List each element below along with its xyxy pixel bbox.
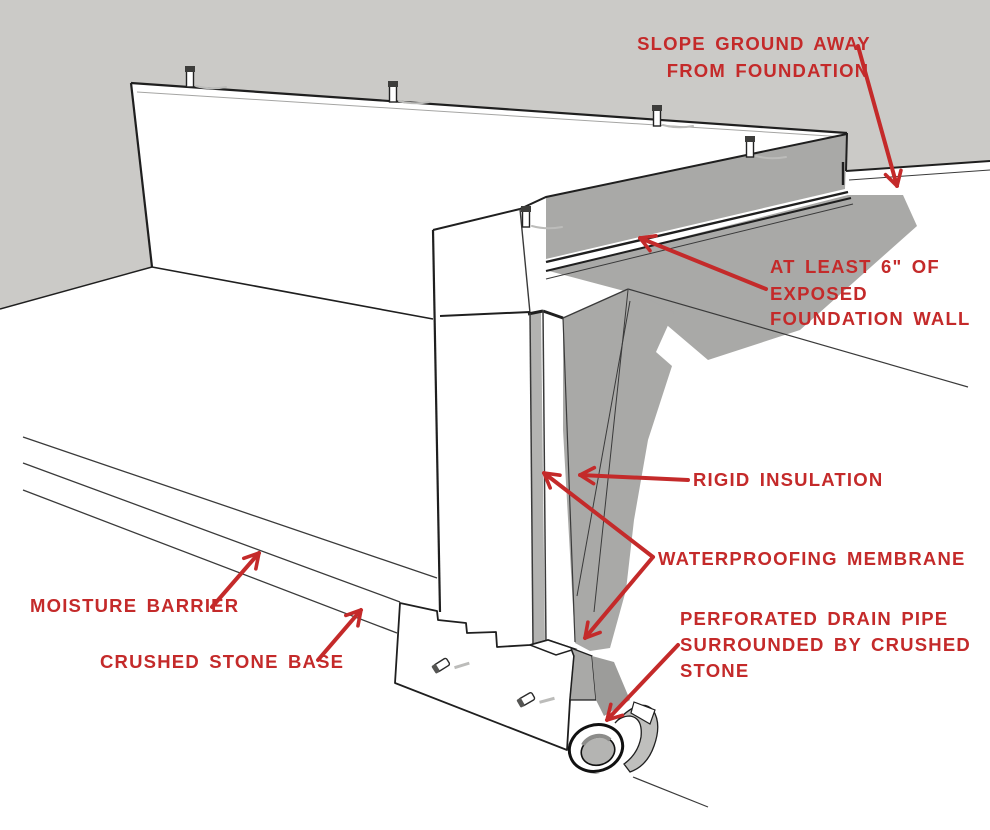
footing-face	[394, 602, 575, 751]
wall-chamfer-line	[136, 91, 846, 138]
trench-line	[632, 776, 709, 808]
dowel-2	[516, 692, 555, 708]
leader-drain-pipe	[605, 643, 680, 722]
foundation-wall-exterior-face	[546, 134, 847, 259]
leader-exposed-wall	[638, 234, 768, 291]
anchor-bolt-3	[652, 105, 694, 129]
insulation-ledge-edge	[562, 288, 629, 319]
grade-line-front	[627, 288, 969, 388]
wall-top-inner-edge	[130, 81, 848, 135]
insulation-left-line	[562, 317, 576, 643]
section-cut-top-edge	[439, 311, 531, 317]
corner-descender-line	[593, 289, 629, 613]
membrane-base-line-2	[545, 197, 852, 272]
leader-crushed-stone	[316, 608, 363, 662]
anchor-bolt-4	[745, 136, 787, 160]
floor-wall-junction	[151, 266, 434, 320]
grade-line-right-2	[848, 169, 990, 181]
membrane-base-line-1	[545, 190, 849, 264]
drain-pipe-endcap	[630, 701, 656, 725]
leader-membrane-lower	[583, 555, 655, 640]
label-moisture-barrier: MOISTURE BARRIER	[30, 595, 239, 616]
leader-slope-ground	[856, 44, 903, 188]
moisture-barrier-line	[22, 462, 401, 603]
label-waterproofing-membrane: WATERPROOFING MEMBRANE	[658, 548, 966, 569]
wall-end-edge	[845, 132, 848, 172]
label-exposed-wall-1: AT LEAST 6" OF	[770, 256, 940, 277]
membrane-left-line	[529, 312, 534, 646]
label-exposed-wall-3: FOUNDATION WALL	[770, 308, 971, 329]
slab-edge-line	[22, 436, 438, 579]
anchor-bolt-5	[521, 206, 563, 230]
label-drain-pipe-1: PERFORATED DRAIN PIPE	[680, 608, 948, 629]
label-slope-ground-1: SLOPE GROUND AWAY	[637, 33, 871, 54]
annotation-labels: SLOPE GROUND AWAY FROM FOUNDATION AT LEA…	[30, 33, 971, 681]
label-drain-pipe-3: STONE	[680, 660, 749, 681]
footing-end-shadow	[592, 656, 630, 716]
label-crushed-stone-base: CRUSHED STONE BASE	[100, 651, 344, 672]
membrane-base-line-3	[545, 203, 854, 280]
grade-line-right	[845, 160, 990, 172]
wall-left-edge	[129, 82, 154, 268]
insulation-shadow-band	[563, 289, 674, 651]
label-exposed-wall-2: EXPOSED	[770, 283, 868, 304]
leader-membrane-upper	[542, 471, 655, 559]
label-rigid-insulation: RIGID INSULATION	[693, 469, 883, 490]
pipe-bore-shading	[581, 733, 612, 747]
leader-moisture-barrier	[210, 551, 261, 609]
anchor-bolt-2	[388, 81, 430, 105]
dowel-1	[431, 657, 470, 674]
leader-arrows	[210, 44, 903, 722]
stone-base-line	[22, 489, 398, 634]
backdrop-plane	[0, 0, 990, 309]
anchor-bolts	[185, 66, 787, 230]
label-drain-pipe-2: SURROUNDED BY CRUSHED	[680, 634, 971, 655]
front-wall-top-right-edge	[519, 208, 531, 314]
leader-rigid-insulation	[578, 465, 690, 486]
floor-corner-left	[0, 266, 153, 310]
footing-end-face	[569, 646, 597, 701]
column-left-edge	[431, 229, 442, 613]
front-wall-top-back-edge	[432, 208, 521, 231]
membrane-strip	[530, 311, 545, 645]
label-slope-ground-2: FROM FOUNDATION	[667, 60, 870, 81]
anchor-bolt-1	[185, 66, 227, 90]
